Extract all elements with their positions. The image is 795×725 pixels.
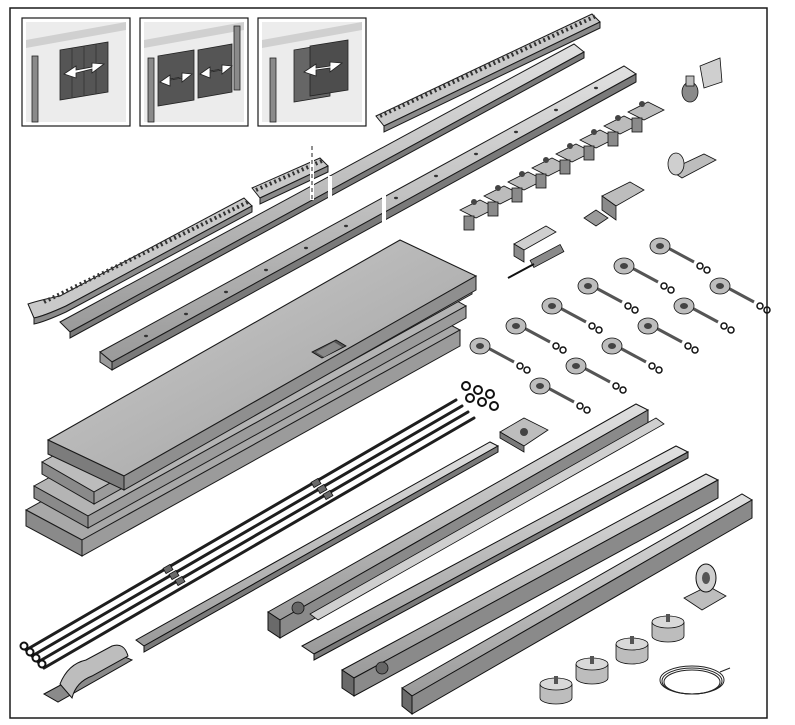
counterweight — [651, 614, 685, 643]
toothed-rack-lower — [27, 197, 253, 325]
roller-wheel — [709, 277, 771, 314]
roller-wheel — [601, 337, 663, 374]
toothed-rack-upper — [375, 13, 601, 133]
hinge-bracket — [667, 152, 717, 179]
double-arrow-icon — [63, 62, 106, 79]
counterweight — [539, 676, 573, 705]
mounting-plate — [499, 417, 549, 453]
thumbnail-single-door — [21, 17, 131, 127]
counterweight — [575, 656, 609, 685]
mounting-rail — [99, 65, 637, 371]
track-lower-flat — [301, 445, 690, 661]
guide-bar — [59, 43, 585, 339]
roller-wheels — [469, 237, 771, 414]
roller-wheel — [469, 337, 531, 374]
thumbnail-double-door — [139, 17, 249, 127]
door-handle-slot — [311, 339, 347, 359]
cable-coil — [659, 665, 731, 695]
roller-hangers — [459, 101, 665, 231]
pulley-block — [683, 563, 727, 611]
roller-wheel — [529, 377, 591, 414]
end-stop — [681, 57, 723, 103]
track-slim — [135, 441, 500, 653]
roller-wheel — [577, 277, 639, 314]
door-panel-stack — [24, 239, 478, 557]
double-arrow-icon — [303, 61, 344, 77]
counterweights — [539, 614, 685, 705]
rod-couplers — [162, 477, 334, 587]
track-upper — [267, 403, 665, 639]
roller-wheel — [637, 317, 699, 354]
roller-wheel — [673, 297, 735, 334]
counterweight — [615, 636, 649, 665]
floor-guide — [583, 181, 645, 227]
rod-end-nuts — [19, 381, 499, 669]
roller-wheel — [565, 357, 627, 394]
roller-wheel — [505, 317, 567, 354]
lock-bolt — [507, 225, 565, 279]
track-channel — [401, 493, 753, 716]
roller-wheel — [613, 257, 675, 294]
thumbnail-telescopic-door — [257, 17, 367, 127]
door-handle — [42, 644, 134, 703]
roller-wheel — [541, 297, 603, 334]
track-bottom — [341, 473, 720, 697]
roller-wheel — [649, 237, 711, 274]
threaded-rods — [24, 398, 476, 670]
double-arrow-icon — [159, 64, 234, 87]
